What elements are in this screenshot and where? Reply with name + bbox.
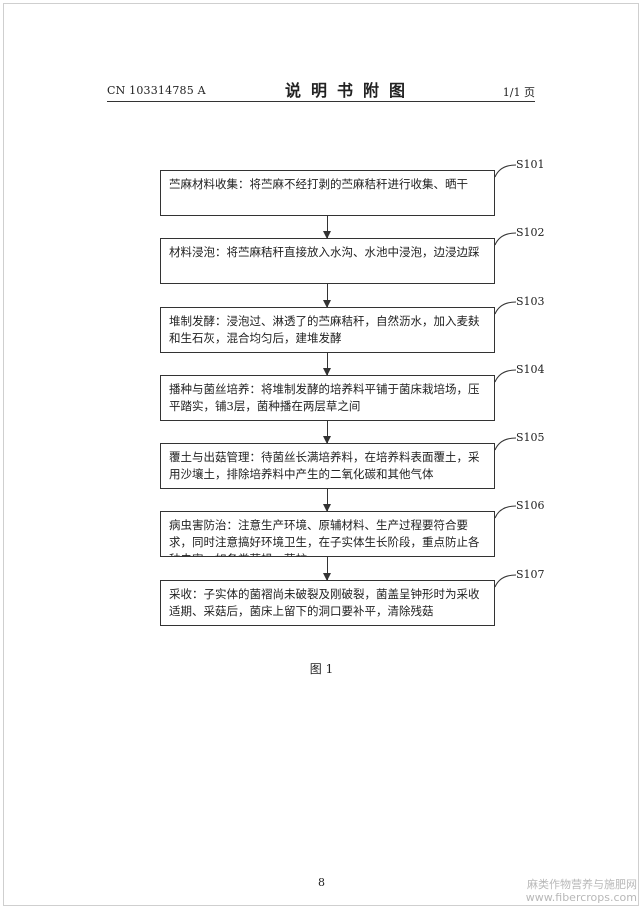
flow-arrow bbox=[323, 557, 331, 581]
header-rule bbox=[107, 101, 535, 102]
flow-arrow bbox=[323, 421, 331, 444]
page-number: 8 bbox=[318, 876, 325, 889]
flow-step-s103: 堆制发酵：浸泡过、淋透了的苎麻秸秆，自然沥水，加入麦麸和生石灰，混合均匀后，建堆… bbox=[160, 307, 495, 353]
step-label-s103: S103 bbox=[516, 295, 545, 308]
page-title: 说明书附图 bbox=[284, 81, 415, 100]
flow-arrow bbox=[323, 353, 331, 376]
step-label-s107: S107 bbox=[516, 568, 545, 581]
flow-step-s105: 覆土与出菇管理：待菌丝长满培养料，在培养料表面覆土，采用沙壤土，排除培养料中产生… bbox=[160, 443, 495, 489]
flow-arrow bbox=[323, 216, 331, 239]
flow-step-s102: 材料浸泡：将苎麻秸秆直接放入水沟、水池中浸泡，边浸边踩 bbox=[160, 238, 495, 284]
flow-step-s104: 播种与菌丝培养：将堆制发酵的培养料平铺于菌床栽培场，压平踏实，铺3层，菌种播在两… bbox=[160, 375, 495, 421]
flow-step-s101: 苎麻材料收集：将苎麻不经打剥的苎麻秸秆进行收集、晒干 bbox=[160, 170, 495, 216]
leader-line-s104 bbox=[494, 369, 517, 383]
leader-line-s107 bbox=[494, 574, 517, 588]
patent-number: CN 103314785 A bbox=[107, 84, 206, 97]
flow-arrow bbox=[323, 489, 331, 512]
leader-line-s105 bbox=[494, 437, 517, 451]
step-label-s104: S104 bbox=[516, 363, 545, 376]
watermark-url: www.fibercrops.com bbox=[525, 891, 637, 904]
page-count: 1/1 页 bbox=[502, 86, 535, 99]
watermark: 麻类作物营养与施肥网 www.fibercrops.com bbox=[526, 878, 637, 904]
step-label-s101: S101 bbox=[516, 158, 545, 171]
step-label-s102: S102 bbox=[516, 226, 545, 239]
page-frame bbox=[3, 3, 639, 906]
flow-step-s106: 病虫害防治：注意生产环境、原辅材料、生产过程要符合要求，同时注意搞好环境卫生，在… bbox=[160, 511, 495, 557]
figure-caption: 图 1 bbox=[309, 662, 334, 676]
leader-line-s103 bbox=[494, 301, 517, 315]
step-label-s106: S106 bbox=[516, 499, 545, 512]
leader-line-s101 bbox=[494, 164, 517, 178]
flow-arrow bbox=[323, 284, 331, 308]
leader-line-s102 bbox=[494, 232, 517, 246]
step-label-s105: S105 bbox=[516, 431, 545, 444]
leader-line-s106 bbox=[494, 505, 517, 519]
watermark-title: 麻类作物营养与施肥网 bbox=[527, 878, 637, 891]
flow-step-s107: 采收：子实体的菌褶尚未破裂及刚破裂，菌盖呈钟形时为采收适期、采菇后，菌床上留下的… bbox=[160, 580, 495, 626]
